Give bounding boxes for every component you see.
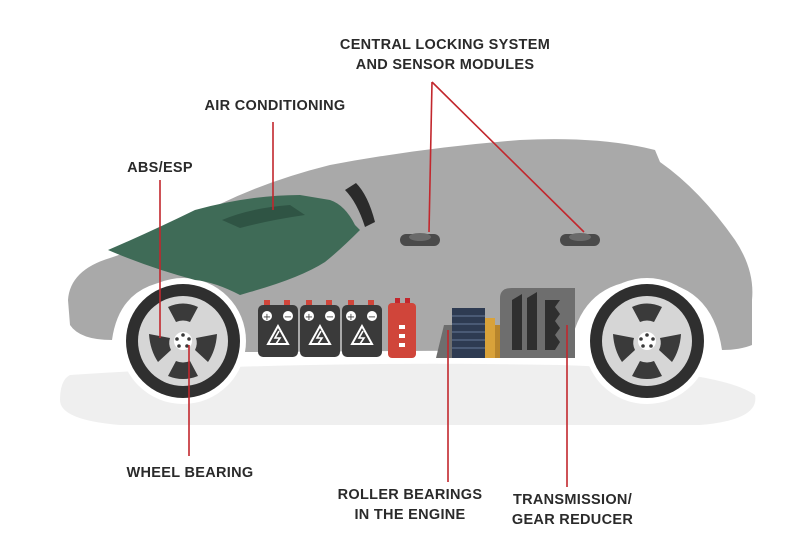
- small-red-battery: [388, 298, 416, 358]
- svg-text:+: +: [305, 312, 313, 323]
- label-roller-bearings-line2: IN THE ENGINE: [354, 507, 466, 523]
- svg-text:−: −: [368, 312, 376, 323]
- door-handle-icon: [560, 233, 600, 246]
- leader-central-locking-2: [431, 81, 585, 233]
- ac-vent: [222, 205, 305, 228]
- label-roller-bearings: ROLLER BEARINGS IN THE ENGINE: [330, 485, 490, 525]
- svg-text:+: +: [263, 312, 271, 323]
- label-wheel-bearing: WHEEL BEARING: [115, 463, 265, 483]
- ac-intake: [345, 183, 375, 227]
- label-air-conditioning-line1: AIR CONDITIONING: [204, 98, 346, 114]
- battery-pack: + − + − + −: [258, 298, 416, 358]
- svg-text:−: −: [326, 312, 334, 323]
- leader-central-locking-1: [428, 81, 433, 233]
- label-transmission: TRANSMISSION/ GEAR REDUCER: [500, 490, 645, 530]
- label-air-conditioning: AIR CONDITIONING: [185, 96, 365, 116]
- label-central-locking-line1: CENTRAL LOCKING SYSTEM: [339, 37, 551, 53]
- label-abs-esp: ABS/ESP: [105, 158, 215, 178]
- ac-unit: [108, 195, 360, 295]
- transmission-gear-reducer: [500, 288, 575, 358]
- label-central-locking: CENTRAL LOCKING SYSTEM AND SENSOR MODULE…: [320, 35, 570, 75]
- label-roller-bearings-line1: ROLLER BEARINGS: [337, 487, 483, 503]
- wheel-icon: [126, 284, 240, 398]
- label-transmission-line2: GEAR REDUCER: [511, 512, 634, 528]
- door-handle-icon: [400, 233, 440, 246]
- label-wheel-bearing-line1: WHEEL BEARING: [126, 465, 254, 481]
- label-transmission-line1: TRANSMISSION/: [512, 492, 633, 508]
- label-abs-esp-line1: ABS/ESP: [127, 160, 193, 176]
- ground-shadow: [60, 363, 756, 425]
- leader-lines: [159, 81, 585, 487]
- svg-text:+: +: [347, 312, 355, 323]
- svg-text:−: −: [284, 312, 292, 323]
- label-central-locking-line2: AND SENSOR MODULES: [355, 57, 535, 73]
- wheel-icon: [590, 284, 704, 398]
